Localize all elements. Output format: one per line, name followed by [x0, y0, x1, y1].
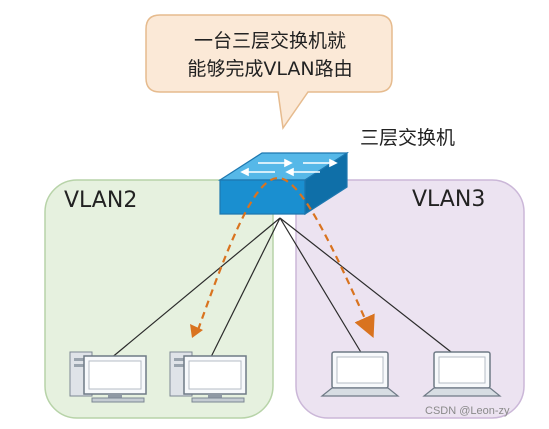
callout-line-1: 一台三层交换机就 [194, 30, 346, 52]
link-laptop2 [279, 217, 461, 360]
desktop-pc-icon [169, 351, 247, 403]
laptop-icon [320, 351, 400, 397]
vlan3-label: VLAN3 [412, 187, 485, 212]
routing-flow-arrow-head-start [190, 324, 203, 338]
link-laptop1 [279, 217, 366, 360]
desktop-pc-icon [69, 351, 147, 403]
laptop-icon [422, 351, 502, 397]
vlan2-label: VLAN2 [64, 188, 137, 213]
watermark: CSDN @Leon-zy [425, 405, 510, 417]
link-pc1 [109, 217, 281, 360]
callout-bubble [145, 14, 393, 131]
link-pc2 [209, 217, 281, 360]
callout-line-2: 能够完成VLAN路由 [187, 58, 352, 80]
connection-lines [109, 217, 461, 360]
layer3-switch-icon [217, 151, 350, 216]
switch-label: 三层交换机 [360, 127, 455, 149]
